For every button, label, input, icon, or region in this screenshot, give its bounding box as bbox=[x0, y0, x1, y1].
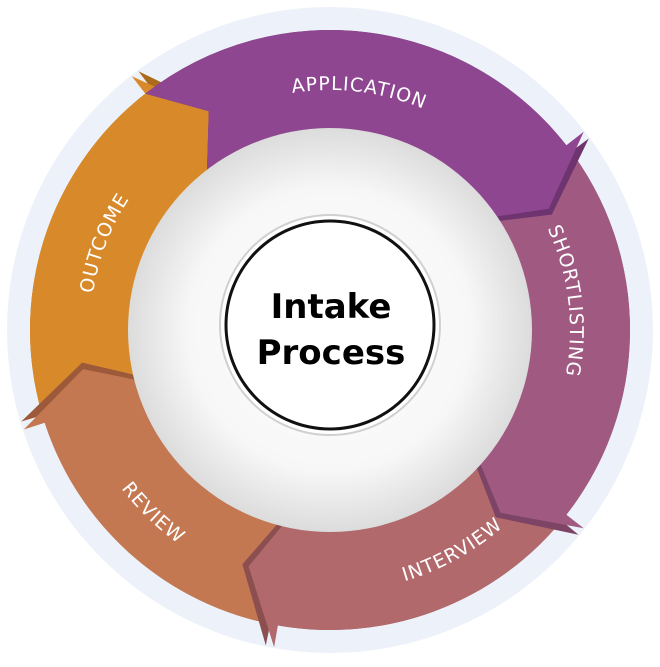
center-title-line1: Intake bbox=[271, 287, 392, 327]
arrow-segment-application bbox=[145, 30, 584, 221]
center-title-line2: Process bbox=[257, 333, 406, 373]
arrow-segment-interview bbox=[248, 453, 567, 648]
center-circle bbox=[224, 219, 436, 431]
arrow-segment-outcome bbox=[30, 76, 221, 423]
arrow-segment-review bbox=[23, 369, 296, 626]
